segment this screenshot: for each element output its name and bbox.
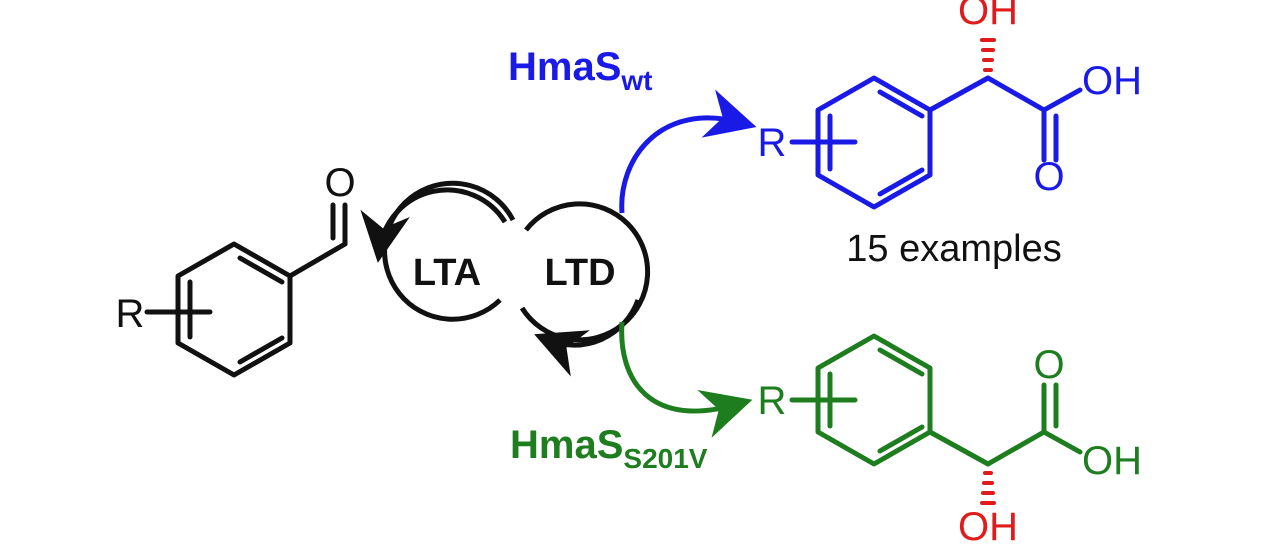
lta-enzyme-label: LTA: [413, 252, 481, 294]
ring-inner-bond: [237, 255, 285, 285]
top-acid-oh-label: OH: [1082, 59, 1142, 103]
bottom-enzyme-label: HmaSS201V: [510, 423, 708, 474]
alpha-to-acid-bond: [985, 75, 1047, 113]
ring-to-alpha-bond: [927, 429, 991, 467]
top-reaction-arrow: [619, 89, 757, 214]
ring-inner-bond: [237, 335, 285, 365]
ring-to-alpha-bond: [927, 75, 991, 113]
acid-oh-bond: [1041, 87, 1083, 113]
top-enzyme-main: HmaS: [508, 45, 621, 89]
bottom-enzyme-main: HmaS: [510, 423, 623, 467]
top-hashed-wedge: [980, 38, 996, 72]
bottom-hashed-wedge: [980, 471, 996, 505]
ring-inner-bond: [877, 347, 925, 377]
bottom-acid-oh-label: OH: [1082, 439, 1142, 483]
top-alpha-oh-label: OH: [958, 0, 1018, 33]
ltd-cycle-bottom-arrow: [534, 299, 641, 377]
top-product-structure: [789, 75, 1083, 210]
bottom-product-ring: [815, 333, 933, 467]
start-substituent-label: R: [116, 292, 145, 336]
bottom-reaction-arrow: [619, 321, 753, 438]
enzyme-cycle: [360, 180, 651, 377]
ring-inner-bond: [877, 89, 925, 119]
top-substituent-label: R: [758, 121, 787, 165]
ring-inner-bond: [877, 167, 925, 197]
bottom-carbonyl-o-label: O: [1033, 343, 1064, 387]
bottom-substituent-label: R: [758, 379, 787, 423]
aldehyde-oxygen-label: O: [324, 161, 355, 205]
ring-inner-bond: [877, 424, 925, 454]
alpha-to-acid-bond: [985, 429, 1047, 467]
bottom-enzyme-subscript: S201V: [623, 443, 707, 474]
acid-oh-bond: [1041, 429, 1083, 455]
ltd-enzyme-label: LTD: [544, 252, 615, 294]
top-enzyme-subscript: wt: [620, 65, 652, 96]
top-carbonyl-o-label: O: [1033, 155, 1064, 199]
benzaldehyde-structure: [144, 202, 348, 378]
aldehyde-bond: [287, 241, 348, 279]
bottom-alpha-oh-label: OH: [958, 505, 1018, 545]
top-enzyme-label: HmaSwt: [508, 45, 653, 96]
lta-cycle-top-arrow: [360, 187, 508, 263]
examples-count-label: 15 examples: [846, 228, 1061, 270]
bottom-product-structure: [789, 333, 1083, 467]
